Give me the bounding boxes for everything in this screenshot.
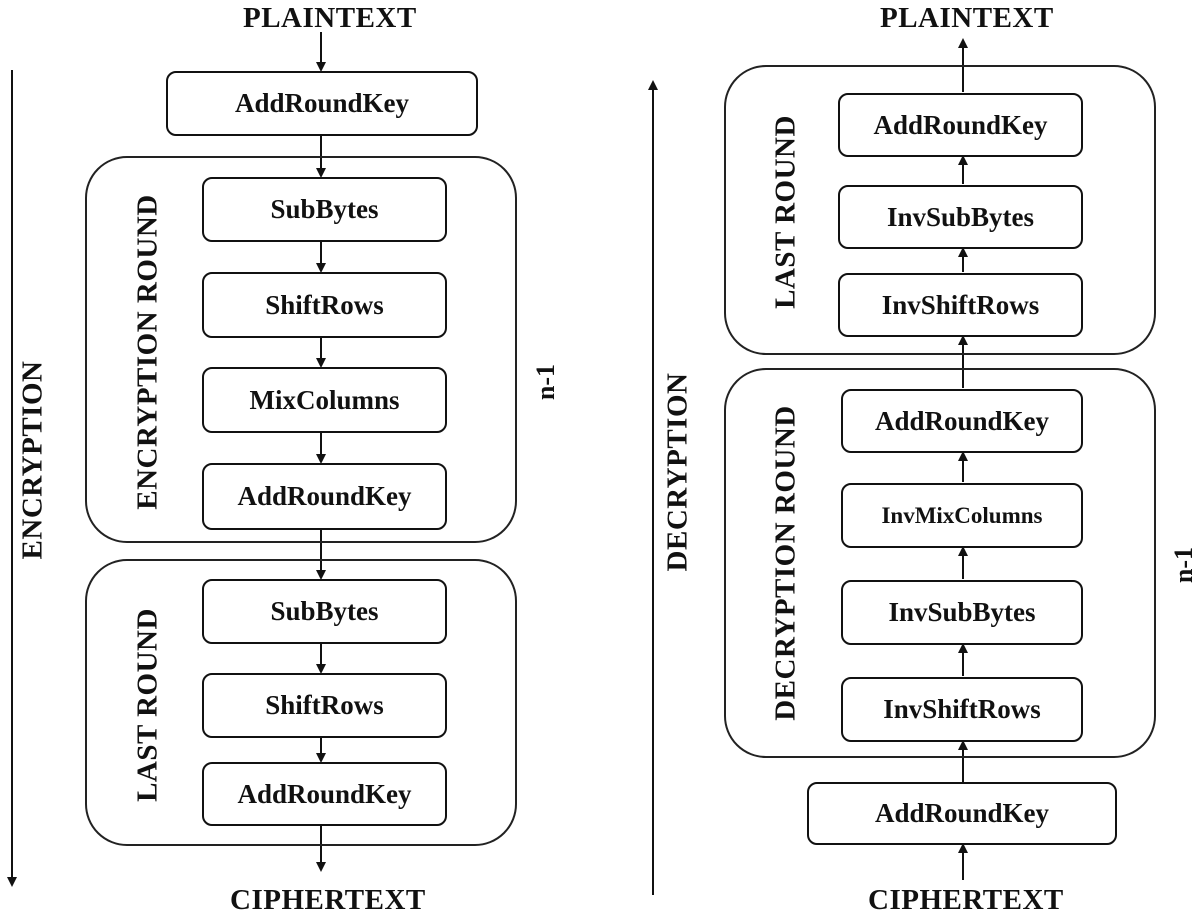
encryption-last-step-shiftrows: ShiftRows: [202, 673, 447, 738]
encryption-step-mixcolumns: MixColumns: [202, 367, 447, 433]
decryption-last-step-invshiftrows: InvShiftRows: [838, 273, 1083, 337]
decryption-input-ciphertext: CIPHERTEXT: [868, 884, 1064, 916]
decryption-last-step-addroundkey: AddRoundKey: [838, 93, 1083, 157]
decryption-step-invsubbytes: InvSubBytes: [841, 580, 1083, 645]
decryption-round-label: DECRYPTION ROUND: [769, 405, 802, 721]
encryption-round-repeat-label: n-1: [531, 363, 560, 401]
decryption-side-label: DECRYPTION: [661, 372, 694, 572]
encryption-round-label: ENCRYPTION ROUND: [131, 194, 164, 510]
decryption-last-step-invsubbytes: InvSubBytes: [838, 185, 1083, 249]
decryption-round-repeat-label: n-1: [1169, 546, 1198, 584]
encryption-last-round-group: [85, 559, 517, 846]
encryption-step-shiftrows: ShiftRows: [202, 272, 447, 338]
decryption-round-group: [724, 368, 1156, 758]
decryption-output-plaintext: PLAINTEXT: [880, 2, 1054, 34]
decryption-last-round-label: LAST ROUND: [769, 115, 802, 309]
encryption-input-plaintext: PLAINTEXT: [243, 2, 417, 34]
decryption-last-round-group: [724, 65, 1156, 355]
encryption-round-group: [85, 156, 517, 543]
encryption-output-ciphertext: CIPHERTEXT: [230, 884, 426, 916]
encryption-last-step-addroundkey: AddRoundKey: [202, 762, 447, 826]
encryption-initial-addroundkey: AddRoundKey: [166, 71, 478, 136]
decryption-initial-addroundkey: AddRoundKey: [807, 782, 1117, 845]
encryption-step-addroundkey: AddRoundKey: [202, 463, 447, 530]
encryption-step-subbytes: SubBytes: [202, 177, 447, 242]
encryption-last-round-label: LAST ROUND: [131, 608, 164, 802]
encryption-last-step-subbytes: SubBytes: [202, 579, 447, 644]
decryption-step-addroundkey: AddRoundKey: [841, 389, 1083, 453]
decryption-step-invmixcolumns: InvMixColumns: [841, 483, 1083, 548]
decryption-step-invshiftrows: InvShiftRows: [841, 677, 1083, 742]
encryption-side-label: ENCRYPTION: [16, 360, 49, 560]
